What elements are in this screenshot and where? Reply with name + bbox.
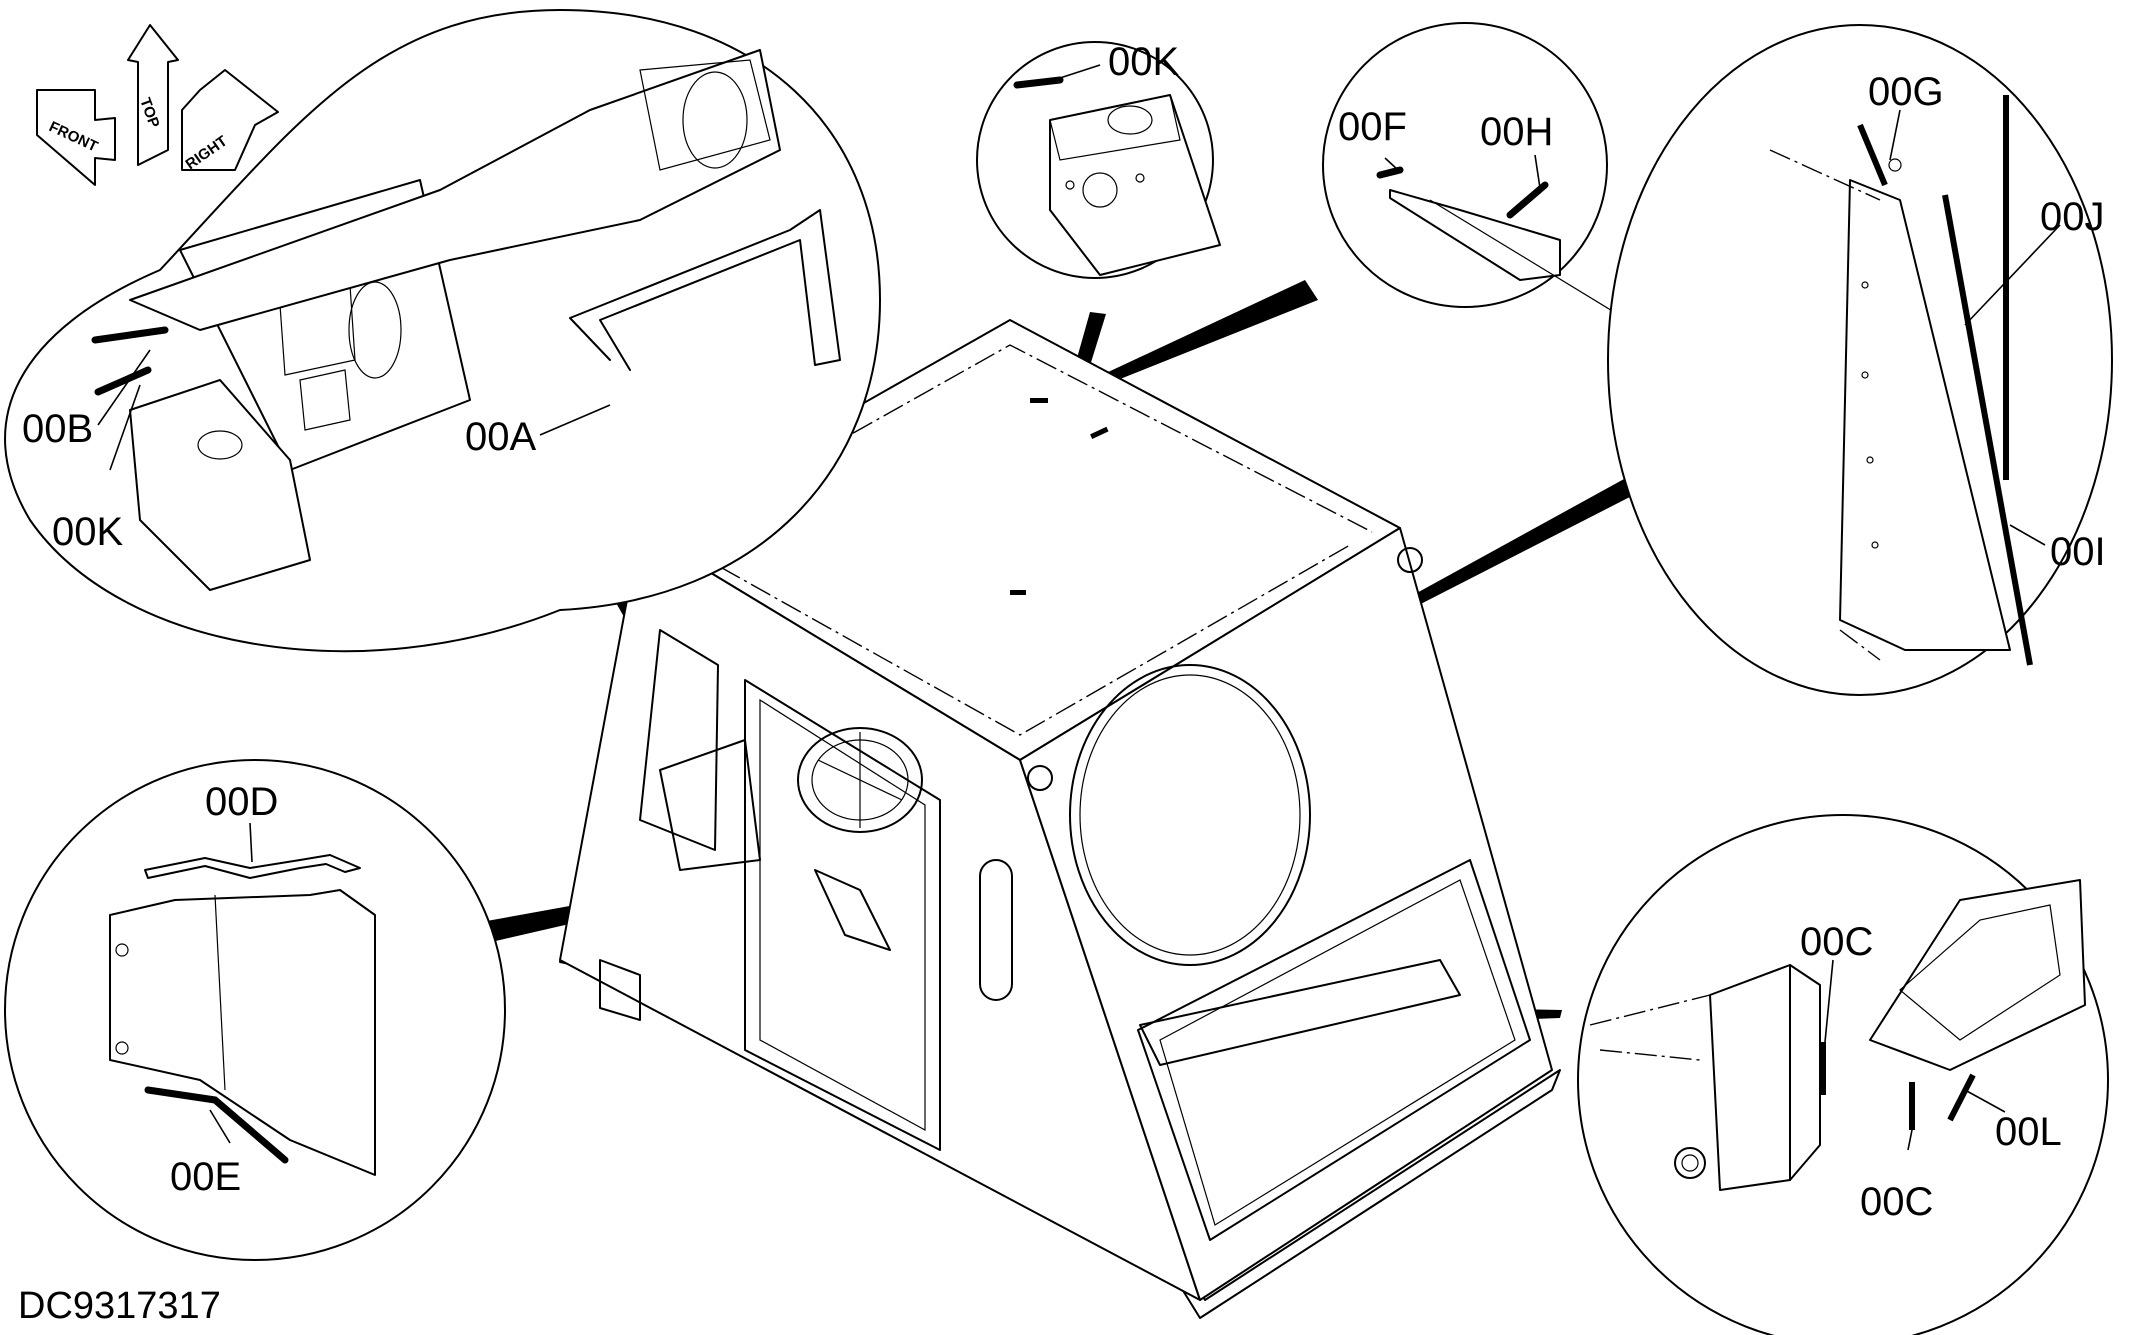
callout-00C-bottom: 00C bbox=[1860, 1180, 1933, 1224]
callout-00L: 00L bbox=[1995, 1110, 2062, 1154]
detail-side-plate bbox=[1607, 24, 2113, 696]
detail-bracket bbox=[1322, 22, 1661, 341]
cab-frame bbox=[559, 319, 1561, 1319]
callout-00F: 00F bbox=[1338, 105, 1407, 149]
detail-box bbox=[976, 41, 1221, 279]
callout-00H: 00H bbox=[1480, 110, 1553, 154]
callout-00C-top: 00C bbox=[1800, 920, 1873, 964]
callout-00I: 00I bbox=[2050, 530, 2106, 574]
detail-dashboard bbox=[4, 9, 881, 653]
callout-labels: 00A 00B 00K 00K 00F 00H 00G 00J 00I 00D … bbox=[22, 40, 2106, 1224]
callout-00D: 00D bbox=[205, 780, 278, 824]
callout-00A: 00A bbox=[465, 415, 536, 459]
detail-control-panel bbox=[1577, 814, 2109, 1335]
callout-00K-top: 00K bbox=[1108, 40, 1179, 84]
callout-00J: 00J bbox=[2040, 195, 2105, 239]
orientation-indicator: FRONT TOP RIGHT bbox=[36, 24, 279, 186]
callout-00B: 00B bbox=[22, 407, 93, 451]
callout-00G: 00G bbox=[1868, 70, 1944, 114]
callout-00K-left: 00K bbox=[52, 510, 123, 554]
callout-00E: 00E bbox=[170, 1155, 241, 1199]
drawing-code: DC9317317 bbox=[18, 1285, 221, 1327]
detail-panel bbox=[4, 759, 506, 1261]
